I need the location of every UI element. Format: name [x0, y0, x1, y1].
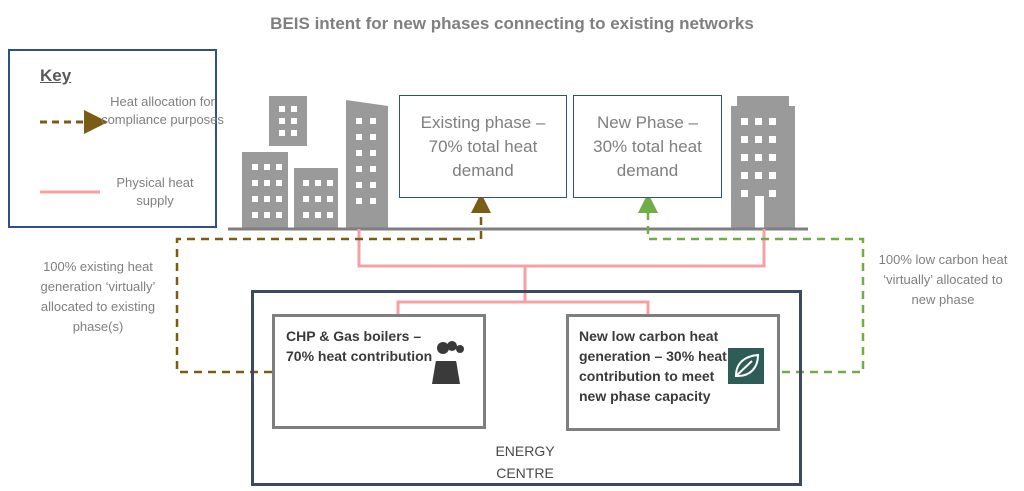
existing-phase-box: Existing phase – 70% total heat demand	[399, 95, 567, 198]
key-physical-supply-label: Physical heat supply	[116, 175, 194, 208]
existing-allocation-annotation: 100% existing heat generation ‘virtually…	[40, 259, 156, 334]
energy-centre-label: ENERGY CENTRE	[495, 443, 555, 481]
low-carbon-label: New low carbon heat generation – 30% hea…	[579, 328, 727, 404]
existing-phase-label: Existing phase – 70% total heat demand	[420, 112, 546, 180]
key-heat-allocation-label: Heat allocation for compliance purposes	[101, 94, 224, 127]
buildings-icon	[242, 96, 388, 228]
existing-allocation-line	[175, 193, 491, 374]
key-title: Key	[40, 66, 72, 85]
chp-label: CHP & Gas boilers – 70% heat contributio…	[286, 328, 433, 364]
new-phase-box: New Phase – 30% total heat demand	[573, 95, 722, 198]
diagram-title: BEIS intent for new phases connecting to…	[270, 14, 754, 33]
energy-centre-box	[251, 290, 802, 486]
new-allocation-annotation: 100% low carbon heat ‘virtually’ allocat…	[878, 252, 1008, 307]
new-phase-label: New Phase – 30% total heat demand	[593, 112, 702, 180]
physical-supply-lines	[357, 229, 766, 316]
factory-icon	[432, 341, 464, 384]
key-panel	[8, 49, 217, 228]
building-icon	[731, 96, 795, 228]
leaf-icon	[728, 348, 764, 384]
new-allocation-line	[638, 193, 865, 374]
